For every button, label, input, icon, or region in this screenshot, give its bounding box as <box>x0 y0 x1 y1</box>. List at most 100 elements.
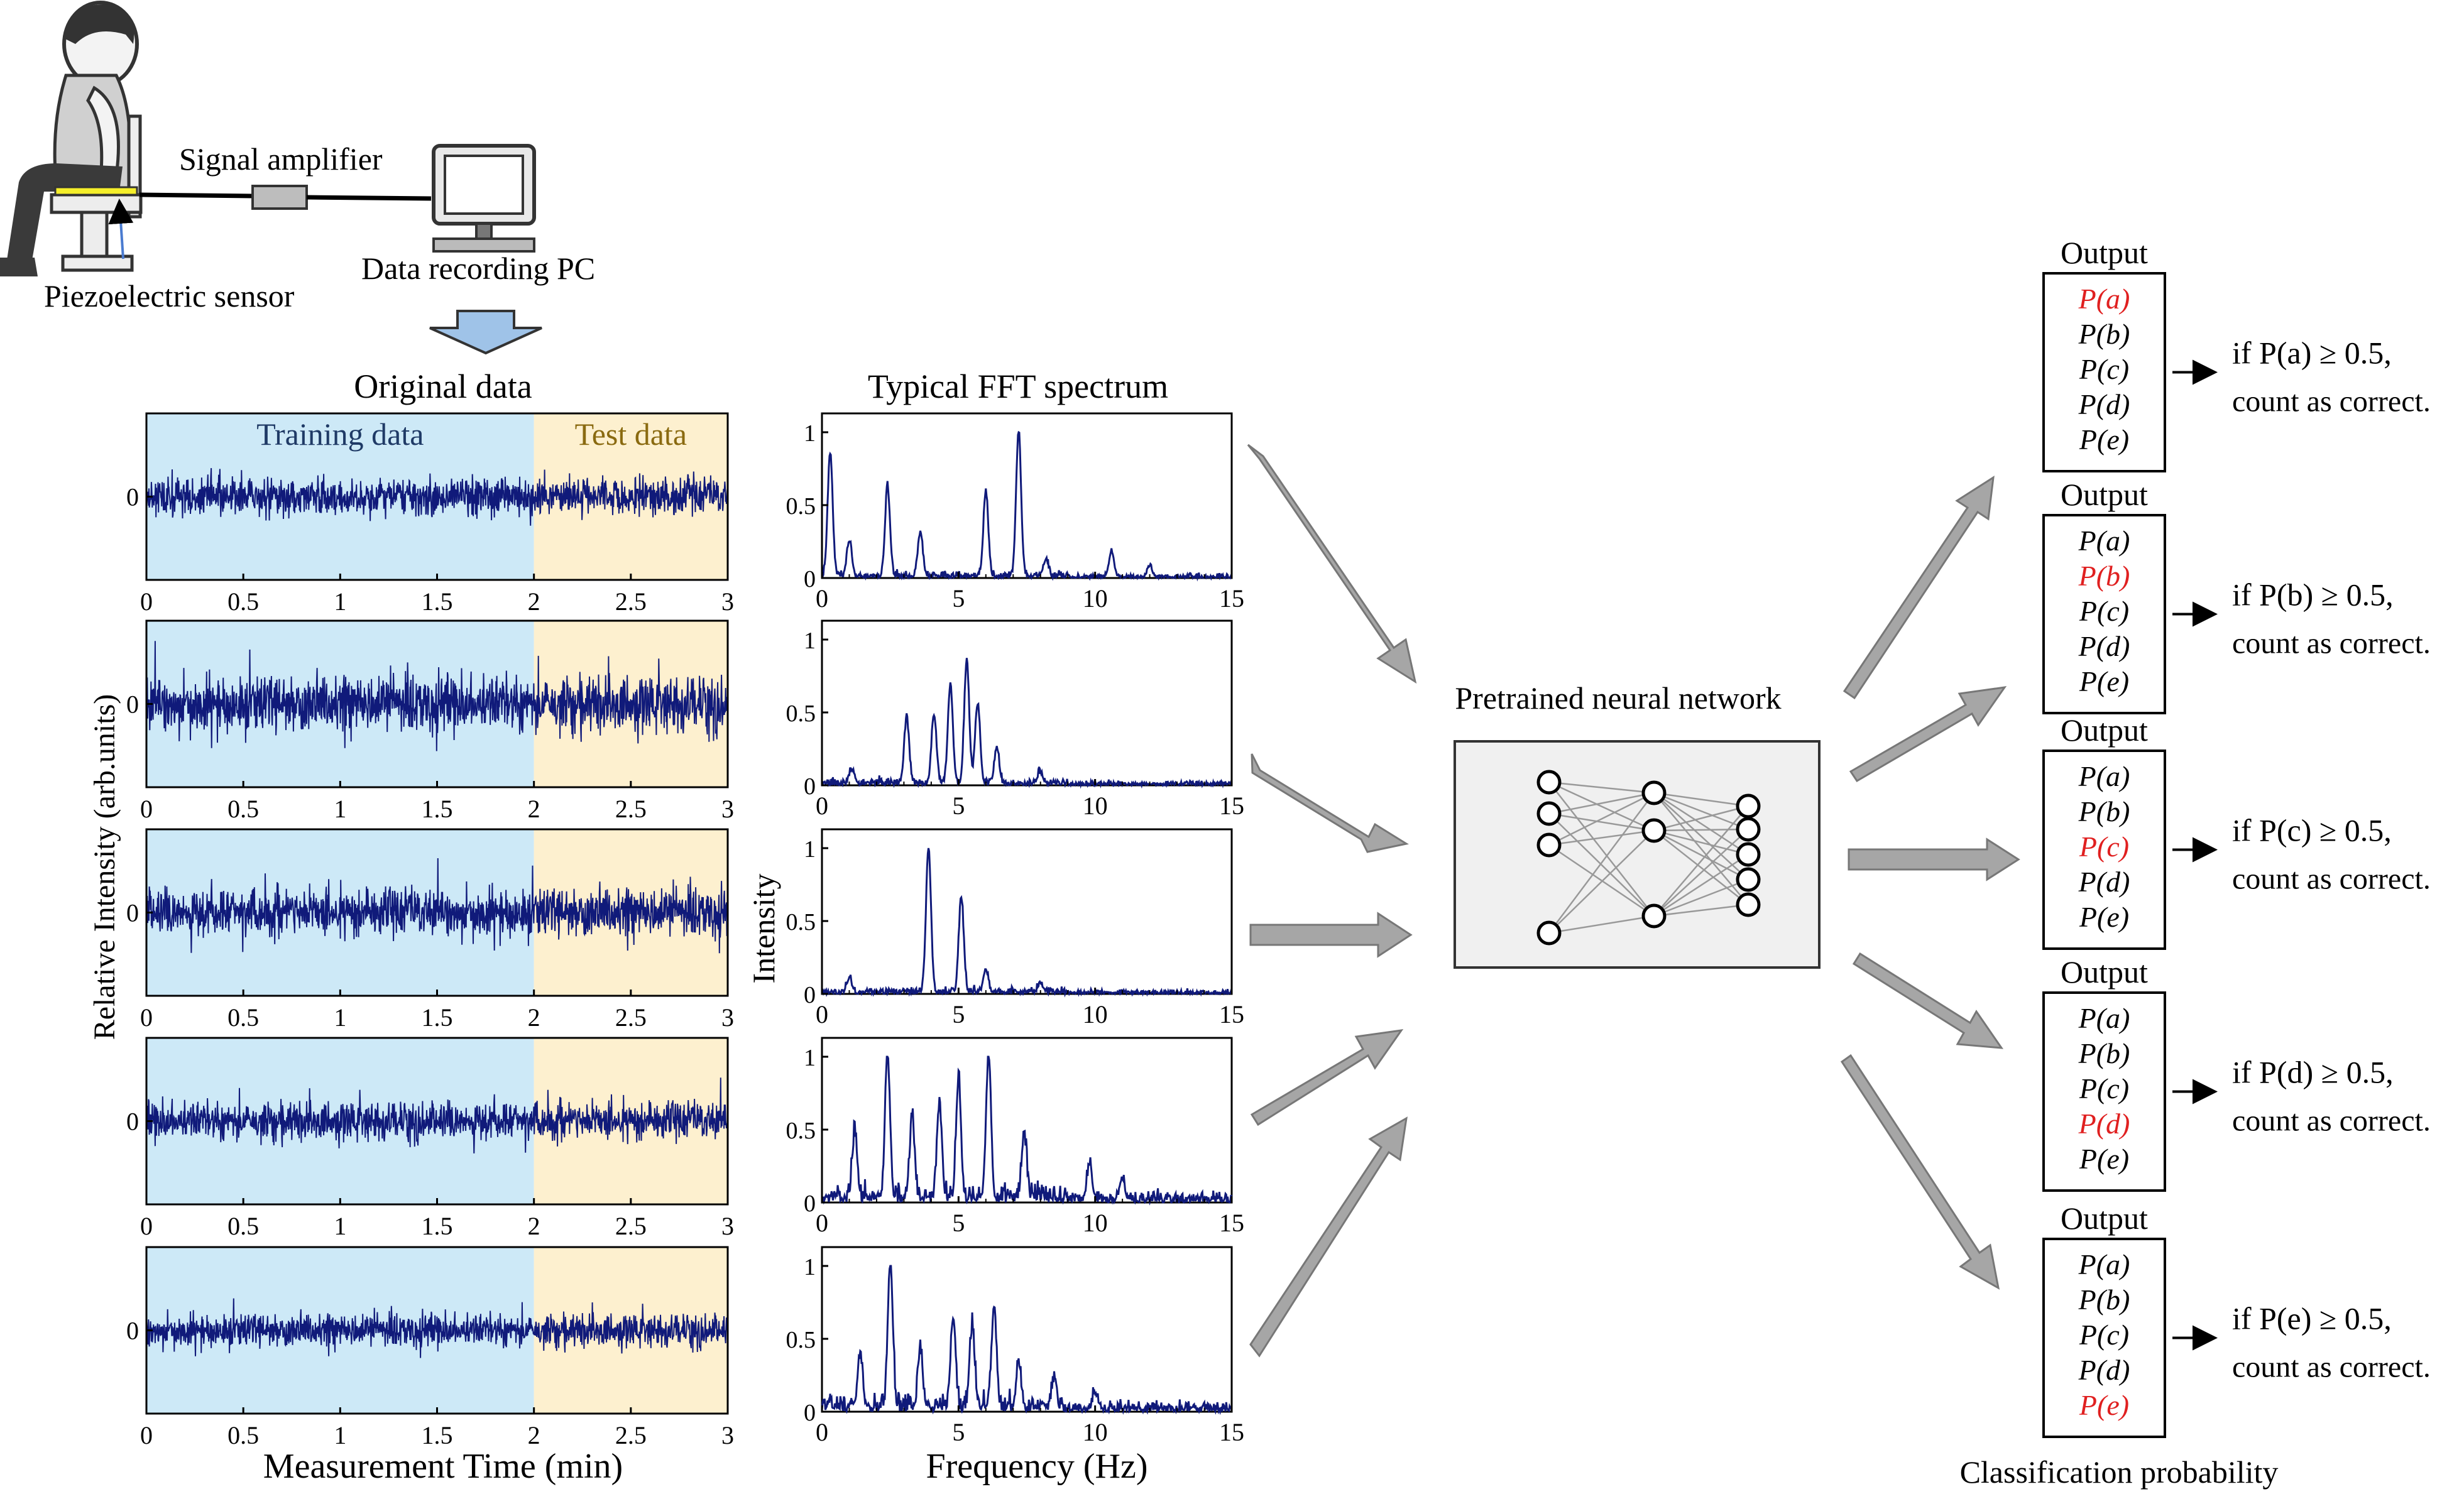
network-node <box>1736 817 1761 842</box>
signal-amplifier-label: Signal amplifier <box>179 141 383 177</box>
network-node <box>1536 770 1562 795</box>
x-tick-label: 1 <box>334 1421 346 1449</box>
output-box <box>2042 991 2166 1192</box>
probability-item: P(d) <box>2078 1108 2130 1140</box>
x-tick-label: 10 <box>1083 1209 1108 1237</box>
amplifier-icon <box>251 185 308 210</box>
x-tick-label: 10 <box>1083 1418 1108 1446</box>
network-edge <box>1653 792 1749 807</box>
x-tick-label: 0.5 <box>227 587 259 616</box>
probability-item: P(e) <box>2079 423 2129 455</box>
y-tick-label: 0 <box>804 773 816 800</box>
signal-trace <box>146 1077 728 1153</box>
y-tick-label: 0.5 <box>786 493 816 520</box>
x-tick-label: 1 <box>334 1003 346 1032</box>
probability-item: P(b) <box>2078 1037 2130 1069</box>
network-node <box>1641 818 1667 843</box>
network-title: Pretrained neural network <box>1455 680 1781 716</box>
fft-y-axis-label: Intensity <box>746 874 781 984</box>
probability-item: P(e) <box>2079 1389 2129 1421</box>
signal-trace <box>146 858 728 954</box>
zero-tick-label: 0 <box>126 483 139 511</box>
y-tick-label: 0.5 <box>786 1118 816 1144</box>
rule-condition: if P(a) ≥ 0.5, <box>2232 335 2392 371</box>
network-graph <box>1536 770 1761 946</box>
x-tick-label: 1 <box>334 795 346 823</box>
spectrum-line <box>821 1055 1233 1206</box>
network-box <box>1454 740 1821 969</box>
x-tick-label: 0.5 <box>227 1212 259 1240</box>
x-tick-label: 2 <box>528 795 540 823</box>
x-tick-label: 2 <box>528 1421 540 1449</box>
network-edge <box>1653 828 1749 832</box>
pc-label: Data recording PC <box>361 251 595 286</box>
y-tick-label: 1 <box>804 1254 816 1280</box>
x-tick-label: 15 <box>1219 1209 1244 1237</box>
arrow-4 <box>1250 1029 1404 1126</box>
network-edge <box>1653 853 1749 917</box>
probability-item: P(b) <box>2078 318 2130 350</box>
probability-item: P(a) <box>2078 283 2130 315</box>
probability-item: P(b) <box>2078 1284 2130 1316</box>
x-tick-label: 2.5 <box>615 1003 647 1032</box>
network-node <box>1536 920 1562 946</box>
person-seated-icon <box>0 1 139 276</box>
output-box <box>2042 750 2166 950</box>
network-edge <box>1548 782 1655 917</box>
x-tick-label: 10 <box>1083 792 1108 820</box>
probability-item: P(b) <box>2078 560 2130 592</box>
probability-item: P(d) <box>2078 388 2130 420</box>
y-tick-label: 0 <box>804 1191 816 1217</box>
x-tick-label: 15 <box>1219 1418 1244 1446</box>
probability-item: P(c) <box>2079 353 2129 385</box>
probability-item: P(a) <box>2078 1002 2130 1034</box>
x-tick-label: 0 <box>140 1212 153 1240</box>
network-edge <box>1653 829 1749 881</box>
probability-item: P(c) <box>2079 831 2129 863</box>
test-data-label: Test data <box>575 417 687 452</box>
x-tick-label: 15 <box>1219 792 1244 820</box>
probability-item: P(a) <box>2078 1248 2130 1280</box>
output-header: Output <box>2061 954 2148 990</box>
cable <box>139 192 253 199</box>
x-tick-label: 2.5 <box>615 795 647 823</box>
y-tick-label: 0.5 <box>786 701 816 727</box>
out-arrow-2 <box>1849 686 2007 783</box>
network-edge <box>1653 878 1749 917</box>
signal-trace <box>146 468 728 526</box>
y-tick-label: 0 <box>804 1400 816 1426</box>
measurement-setup: Signal amplifier Piezoelectric sensor Da… <box>0 1 595 355</box>
x-tick-label: 3 <box>721 1421 734 1449</box>
signal-trace <box>146 1298 728 1358</box>
network-edge <box>1548 812 1655 832</box>
x-tick-label: 0.5 <box>227 1421 259 1449</box>
x-tick-label: 5 <box>952 1418 965 1446</box>
x-tick-label: 10 <box>1083 1000 1108 1028</box>
pc-monitor-icon <box>432 144 536 253</box>
network-node <box>1736 793 1761 819</box>
x-tick-label: 3 <box>721 587 734 616</box>
x-tick-label: 0 <box>816 1209 828 1237</box>
fft-x-axis-label: Frequency (Hz) <box>926 1447 1148 1486</box>
probability-item: P(b) <box>2078 795 2130 827</box>
x-tick-label: 1.5 <box>422 795 453 823</box>
x-tick-label: 2 <box>528 587 540 616</box>
x-tick-label: 1.5 <box>422 1421 453 1449</box>
x-tick-label: 10 <box>1083 584 1108 613</box>
x-tick-label: 0.5 <box>227 1003 259 1032</box>
out-arrow-3 <box>1848 837 2020 881</box>
probability-item: P(c) <box>2079 595 2129 627</box>
y-tick-label: 0 <box>804 982 816 1008</box>
arrow-5 <box>1249 1116 1408 1358</box>
x-tick-label: 1.5 <box>422 1003 453 1032</box>
sensor-pointer <box>108 199 134 259</box>
output-header: Output <box>2061 712 2148 748</box>
x-tick-label: 0 <box>140 795 153 823</box>
